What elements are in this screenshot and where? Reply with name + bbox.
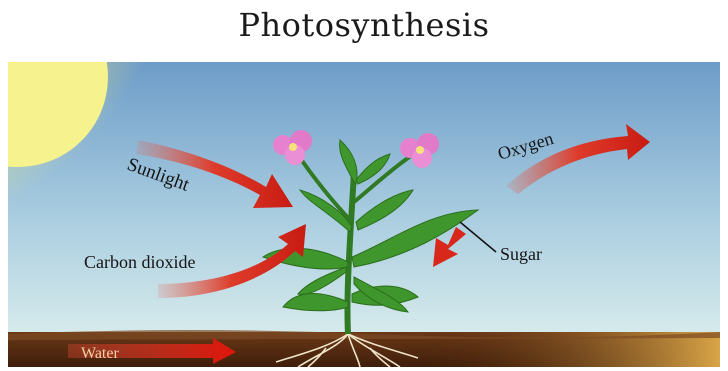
label-carbon-dioxide: Carbon dioxide [84, 252, 195, 272]
label-water: Water [81, 345, 119, 362]
photosynthesis-scene: Sunlight Carbon dioxide Oxygen Sugar Wat… [8, 62, 720, 367]
label-sugar: Sugar [500, 244, 542, 264]
diagram-title: Photosynthesis [0, 6, 728, 44]
scene-svg: Sunlight Carbon dioxide Oxygen Sugar Wat… [8, 62, 720, 367]
